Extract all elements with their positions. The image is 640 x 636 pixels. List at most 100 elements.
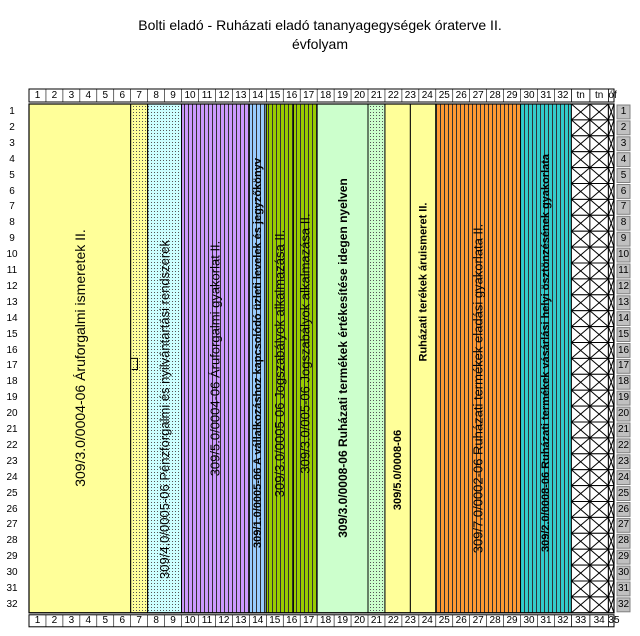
subject-label: 309/3.0/0008-06 Ruházati termékek értéke… bbox=[335, 178, 350, 539]
row-number-right: 21 bbox=[617, 424, 630, 435]
row-number-right: 16 bbox=[617, 344, 630, 356]
column-footer: 30 bbox=[523, 614, 535, 626]
subject-label: 309/5.0/0004-06 Áruforgalmi gyakorlat II… bbox=[207, 240, 223, 477]
column-footer: 13 bbox=[235, 614, 247, 626]
column-header: 31 bbox=[540, 90, 552, 101]
row-number-right: 26 bbox=[617, 503, 630, 515]
column-footer: 3 bbox=[68, 614, 75, 626]
column-header: 24 bbox=[421, 90, 433, 101]
column-header: 32 bbox=[557, 90, 569, 101]
row-number-right: 23 bbox=[617, 455, 630, 467]
subject-label: 309/5.0/0008-06 bbox=[391, 430, 404, 511]
row-number: 21 bbox=[6, 424, 18, 435]
row-number: 22 bbox=[6, 439, 18, 451]
row-number: 9 bbox=[9, 233, 15, 245]
subject-block bbox=[435, 103, 522, 614]
row-number-right: 15 bbox=[617, 328, 630, 340]
column-footer: 7 bbox=[136, 614, 142, 626]
column-header: 29 bbox=[506, 90, 518, 101]
column-header: 6 bbox=[119, 90, 125, 101]
column-footer: 22 bbox=[387, 614, 399, 626]
column-footer: 8 bbox=[153, 614, 159, 626]
row-number: 31 bbox=[6, 583, 18, 594]
column-header: 30 bbox=[523, 90, 535, 101]
column-footer: 17 bbox=[303, 614, 315, 626]
column-header: 26 bbox=[455, 90, 467, 101]
row-number-right: 18 bbox=[617, 376, 630, 388]
row-number: 23 bbox=[6, 455, 18, 467]
row-number: 4 bbox=[9, 153, 15, 165]
subject-label: Ruházati terékek áruismeret II. bbox=[417, 202, 430, 362]
row-number: 16 bbox=[6, 344, 18, 356]
row-number-right: 12 bbox=[617, 280, 630, 292]
column-header: 17 bbox=[303, 90, 315, 101]
column-footer: 19 bbox=[337, 614, 349, 626]
row-number: 8 bbox=[9, 217, 15, 229]
column-header: tn bbox=[594, 90, 604, 101]
column-footer: 27 bbox=[472, 614, 484, 626]
column-header: 22 bbox=[387, 90, 399, 101]
row-number-right: 20 bbox=[617, 408, 630, 420]
column-header: 9 bbox=[170, 90, 176, 101]
subject-block bbox=[409, 103, 437, 614]
column-header: óf bbox=[608, 90, 617, 101]
column-header: 10 bbox=[184, 90, 196, 101]
column-footer: 33 bbox=[575, 614, 587, 626]
row-number-right: 10 bbox=[617, 249, 630, 261]
subject-block bbox=[265, 103, 294, 614]
row-number: 1 bbox=[9, 106, 15, 117]
row-number: 7 bbox=[9, 201, 15, 213]
row-number-right: 28 bbox=[617, 535, 630, 547]
row-number: 29 bbox=[6, 551, 18, 563]
row-number: 6 bbox=[9, 185, 15, 197]
row-number: 24 bbox=[6, 471, 18, 483]
row-number-right: 25 bbox=[617, 487, 630, 499]
column-footer: 35 bbox=[608, 614, 620, 626]
row-number-right: 29 bbox=[617, 551, 630, 563]
column-footer: 20 bbox=[353, 614, 366, 626]
subject-label: 309/3.0/0004-06 Áruforgalmi ismeretek II… bbox=[71, 229, 88, 488]
column-footer: 2 bbox=[51, 614, 58, 626]
row-number-right: 2 bbox=[620, 121, 627, 133]
row-number: 10 bbox=[6, 249, 18, 261]
column-header: 27 bbox=[472, 90, 484, 101]
row-number: 28 bbox=[6, 535, 18, 547]
row-number-right: 32 bbox=[617, 598, 630, 610]
column-header: 8 bbox=[153, 90, 159, 101]
row-number: 27 bbox=[6, 519, 18, 531]
column-header: 1 bbox=[34, 90, 41, 101]
subject-block bbox=[316, 103, 369, 614]
column-header: 2 bbox=[51, 90, 58, 101]
column-footer: 11 bbox=[201, 614, 213, 626]
subject-label: 309/1.0/0005-06 A vállalkozáshoz kapcsol… bbox=[251, 158, 264, 549]
column-header: 20 bbox=[353, 90, 366, 101]
column-header: tn bbox=[576, 90, 585, 101]
row-number-right: 11 bbox=[618, 265, 629, 276]
column-footer: 28 bbox=[489, 614, 501, 626]
subject-block bbox=[384, 103, 411, 614]
column-footer: 12 bbox=[218, 614, 230, 626]
column-footer: 10 bbox=[184, 614, 196, 626]
row-number-right: 7 bbox=[620, 201, 627, 213]
subject-label: 309/3.0/0005-06 Jogszabályok alkalmazása… bbox=[272, 229, 288, 498]
row-number-right: 19 bbox=[617, 392, 630, 404]
row-number-right: 22 bbox=[617, 439, 630, 451]
row-number-right: 13 bbox=[617, 296, 630, 308]
column-footer: 23 bbox=[404, 614, 416, 626]
row-number: 15 bbox=[6, 328, 18, 340]
row-number: 18 bbox=[6, 376, 18, 388]
row-number: 30 bbox=[6, 567, 18, 579]
column-footer: 24 bbox=[421, 614, 433, 626]
column-footer: 26 bbox=[455, 614, 467, 626]
column-footer: 5 bbox=[102, 614, 109, 626]
row-number-right: 5 bbox=[620, 169, 627, 181]
row-number: 32 bbox=[6, 598, 18, 610]
row-number: 20 bbox=[6, 408, 18, 420]
row-number: 14 bbox=[6, 312, 18, 324]
row-number-right: 4 bbox=[620, 153, 627, 165]
column-header: 5 bbox=[102, 90, 109, 101]
row-number-right: 6 bbox=[620, 185, 627, 197]
column-header: 14 bbox=[252, 90, 264, 101]
row-number-right: 24 bbox=[617, 471, 630, 483]
subject-block bbox=[367, 103, 386, 614]
